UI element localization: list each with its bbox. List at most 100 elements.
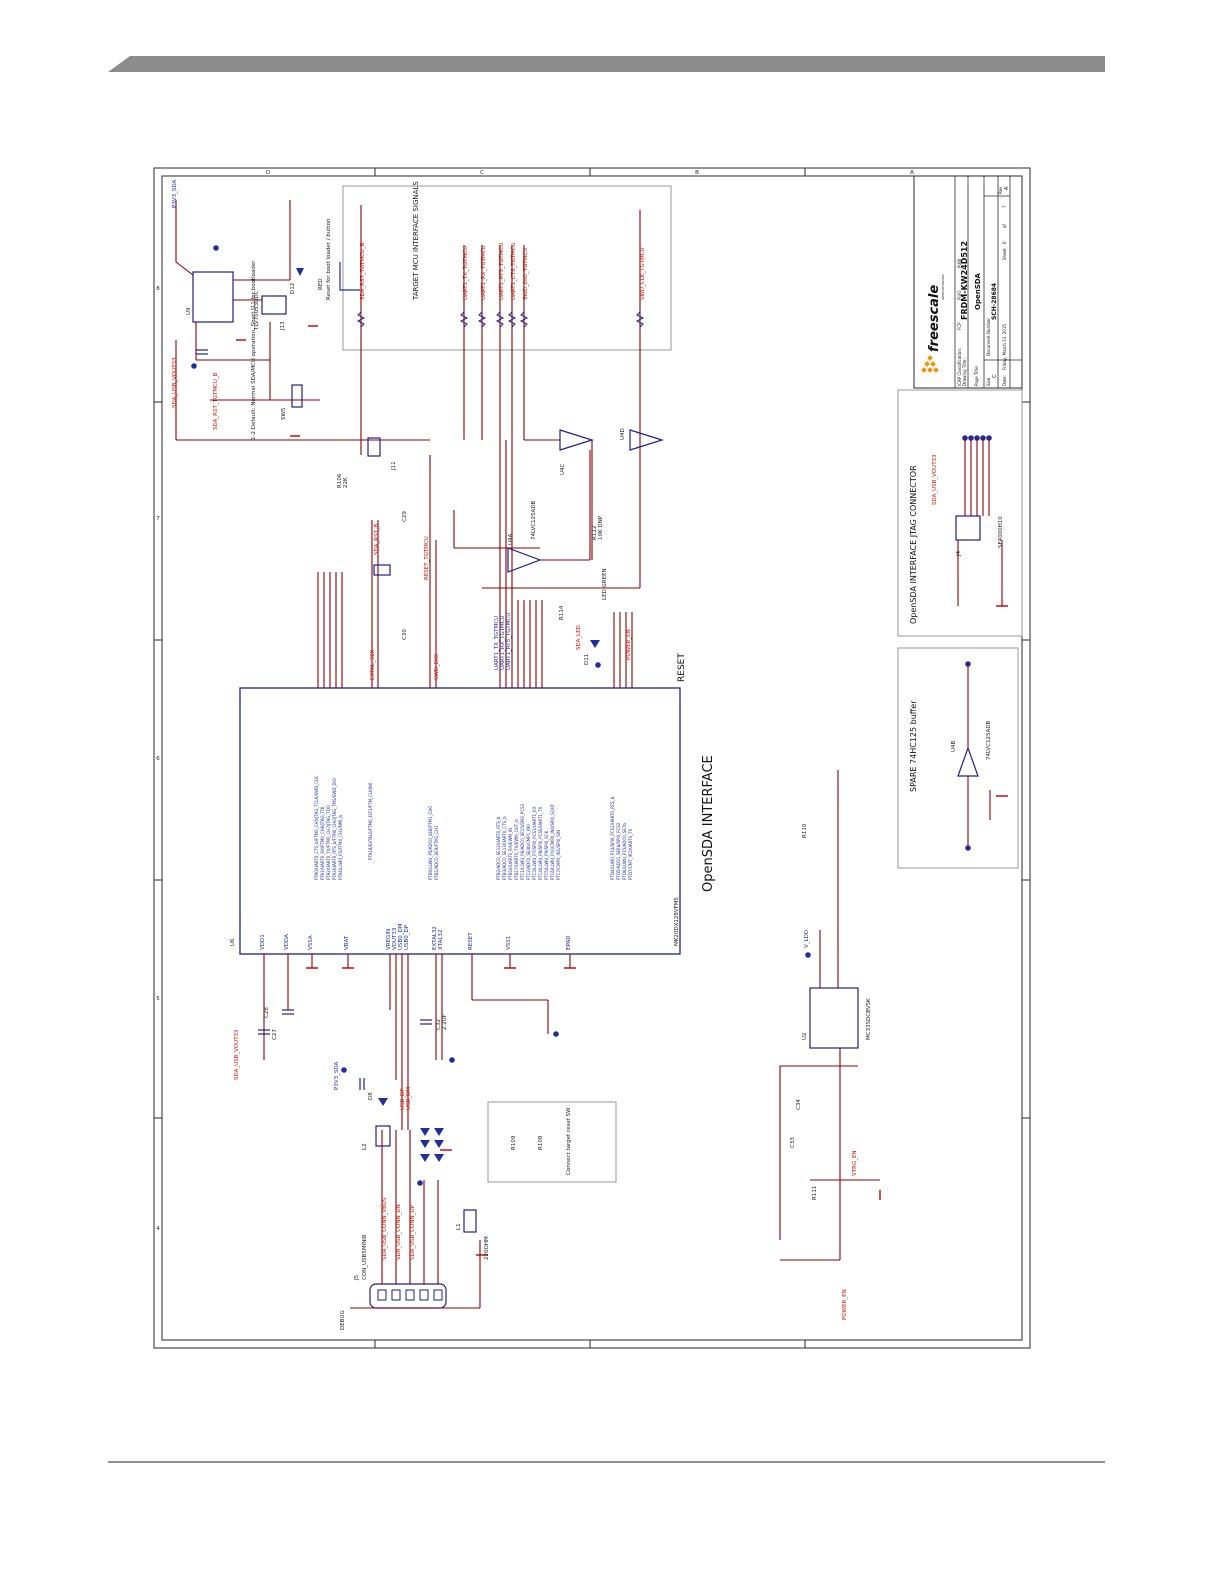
reset-label: RESET: [677, 653, 687, 682]
d12-ref: D12: [290, 283, 296, 294]
tgt-note: Connect target reset SW: [566, 1107, 572, 1175]
target-mcu-label: TARGET MCU INTERFACE SIGNALS: [412, 181, 420, 301]
r112-value: 10K DNP: [598, 515, 604, 540]
l2-ref: L2: [362, 1143, 368, 1150]
page-title: OpenSDA: [974, 272, 982, 310]
u6-pin: PTA1/UART0_RX/FTM0_CH6/JTAG_TDI: [320, 807, 325, 880]
freescale-logo-mark: [921, 355, 939, 373]
u6-pin: PTB2/ADC0_SE12/UART0_RTS_b: [496, 816, 501, 880]
freescale-logo: freescale semiconductor: [921, 273, 945, 373]
buffer-wires: [453, 439, 641, 589]
sw5-switch: [291, 384, 303, 408]
u6-pin: PTB17/UART0_TX/EWM_OUT_b: [514, 819, 519, 880]
net-usb-dn: SDA_USB_CONN_DN: [396, 1204, 402, 1260]
net-swd-dio-tgt: SWD_DIO_TGTMCU: [523, 248, 529, 300]
target-mcu-box: [342, 185, 672, 351]
test-point: [805, 952, 811, 958]
net-uart-rx: UART1_RX_TGTMCU: [500, 615, 506, 670]
zone-letter: C: [480, 170, 484, 176]
size-value: C: [992, 374, 998, 378]
u6-pin: PTC2/ADC0_SE4b/CMP1_IN0: [526, 824, 531, 880]
drawing-frame-outer: [153, 167, 1031, 1349]
drawing-label: Drawing Title:: [962, 358, 967, 386]
brand-name: freescale: [927, 285, 942, 352]
u6-power-pin: EPAD: [566, 936, 572, 950]
j4-jtag-header: [955, 515, 981, 541]
debug-label: DEBUG: [340, 1310, 346, 1330]
drawing-title: FRDM-KW24D512: [960, 241, 969, 320]
net-uart-tx-tgt: UART1_TX_TGTMCU: [463, 246, 469, 300]
of-value: 7: [1002, 205, 1007, 208]
u4a-buffer: [507, 547, 542, 573]
zone-letter: B: [695, 170, 699, 176]
u9-value: TLV70033DDC: [254, 290, 260, 331]
u4a-ref: U4A: [508, 533, 514, 545]
test-point: [553, 1031, 559, 1037]
u6-power-pin: RESET: [468, 932, 474, 950]
rev-value: A: [1004, 186, 1010, 190]
j11-ref: J11: [391, 461, 397, 471]
u6-pin: PTA3/UART0_RTS_b/FTM0_CH0/JTAG_TMS/SWD_D…: [332, 778, 337, 880]
u9-ref: U9: [186, 307, 192, 315]
net-jtag-vout: SDA_USB_VOUT33: [932, 454, 938, 505]
spare-buffer-title: SPARE 74HC125 buffer: [909, 700, 918, 792]
d11-led-icon: [590, 640, 600, 648]
c27-ref: C27: [272, 1029, 278, 1040]
u9-regulator: [192, 271, 234, 323]
doc-label: Document Number: [986, 318, 991, 356]
sw5-ref: SW5: [281, 407, 287, 420]
u6-pin: PTC5/LLWU_P9/SPI0_SCK: [544, 830, 549, 880]
u2-value: MC33SDCBVSK: [866, 998, 872, 1040]
test-point: [595, 662, 601, 668]
page-label: Page Title:: [974, 365, 979, 386]
u6-power-pin: EXTAL32: [432, 926, 438, 950]
size-label: Size: [986, 377, 991, 386]
r110-ref: R110: [802, 823, 808, 838]
u6-pin: PTC3/LLWU_P7/SPI0_PCS1/UART1_RX: [532, 806, 537, 880]
u6-value: MK20DX128VFM5: [674, 896, 680, 946]
u6-power-pin: VSSA: [308, 935, 314, 950]
u2-ref: U2: [802, 1032, 808, 1040]
u6-pin: PTC4/LLWU_P8/SPI0_PCS0/UART1_TX: [538, 807, 543, 880]
r109-ref: R109: [511, 1135, 517, 1150]
net-power-en: POWER_EN: [626, 629, 632, 660]
net-uart-rts-tgt: UART1_RTS_TGTMCU: [499, 243, 505, 300]
net-sda-usb-vout33-b: SDA_USB_VOUT33: [234, 1029, 240, 1080]
d8-ref: D8: [368, 1092, 374, 1100]
zone-number: 4: [156, 1226, 160, 1232]
u6-power-pin: VBAT: [344, 935, 350, 950]
c34-ref: C34: [796, 1099, 802, 1110]
u6-mcu: [239, 687, 681, 955]
crystal-y: [373, 564, 391, 576]
net-usb-dp-conn: SDA_USB_CONN_DP: [410, 1204, 416, 1260]
net-sda-usb-vout33: SDA_USB_VOUT33: [172, 357, 178, 408]
d11-ref: D11: [584, 654, 590, 665]
net-swd-clk-tgt: SWD_CLK_TGTMCU: [640, 247, 646, 300]
reset-arrow-icon: [339, 262, 360, 291]
power-switch-wires: [779, 770, 880, 1261]
net-uart-cts-tgt: UART1_CTS_TGTMCU: [511, 242, 517, 300]
j11-header: [367, 437, 381, 457]
d12-led-icon: [296, 268, 304, 276]
boot-note: 1-2 Default: Normal SDA/MCU operation. S…: [251, 260, 257, 440]
u6-pin-names: PTA0/UART0_CTS_b/FTM0_CH5/JTAG_TCLK/SWD_…: [314, 776, 633, 880]
zone-number: 5: [156, 996, 160, 1002]
jtag-wires: [957, 438, 1003, 606]
j5-value: CON_USB5MINI8: [362, 1234, 368, 1280]
u4b-value: 74LVC125ADB: [986, 720, 992, 760]
net-sda-rst-tgt: SDA_RST_TGTMCU_B: [213, 372, 219, 430]
opensda-title: OpenSDA INTERFACE: [701, 755, 716, 892]
u6-pin: PTB3/ADC0_SE13/UART0_CTS_b: [502, 816, 507, 880]
test-point: [341, 1067, 347, 1073]
u6-pin: PTD6/LLWU_P15/ADC0_SE7b: [622, 823, 627, 880]
net-power-en-b: POWER_EN: [842, 1289, 848, 1320]
c32-value: 2.2UF: [442, 1014, 448, 1030]
reset-note: Reset for boot loader / button: [326, 218, 332, 300]
j13-header: [261, 295, 287, 315]
u6-power-pin: VDDA: [284, 934, 290, 950]
net-rst-tgt: SDA_RST_TGTMCU_B: [360, 242, 366, 300]
resistor-zigzags: [356, 311, 645, 328]
zone-ticks: [154, 168, 1030, 1348]
j5-ref: J5: [354, 1274, 360, 1281]
u2-power-switch: [809, 987, 859, 1049]
